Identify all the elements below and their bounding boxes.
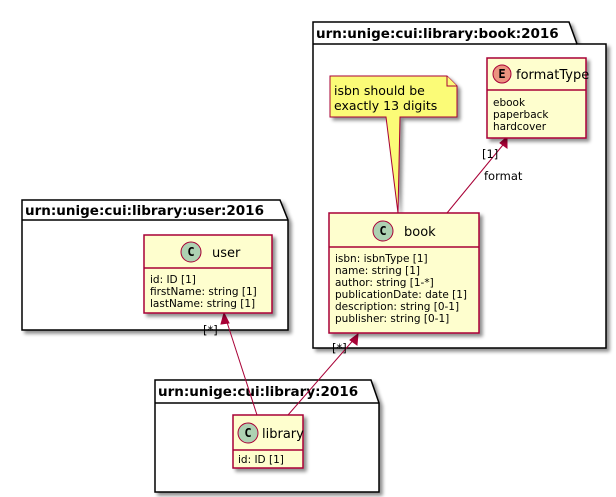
link-book-format: format [1] <box>446 135 523 214</box>
user-attr-lastName: lastName: string [1] <box>150 298 255 310</box>
formatType-value-3: hardcover <box>493 121 547 133</box>
package-user-title: urn:unige:cui:library:user:2016 <box>25 203 264 219</box>
library-attr-id: id: ID [1] <box>238 454 284 466</box>
link-library-book: [*] <box>287 332 359 416</box>
link-format-multiplicity: [1] <box>482 147 498 161</box>
isbn-note: isbn should be exactly 13 digits <box>329 75 458 214</box>
link-library-book-multiplicity: [*] <box>332 341 347 355</box>
formatType-value-2: paperback <box>493 109 549 121</box>
arrowhead-icon <box>220 311 230 325</box>
link-library-user: [*] <box>203 311 258 416</box>
class-library[interactable]: C library id: ID [1] <box>232 414 304 469</box>
class-badge-letter: C <box>187 245 194 259</box>
enum-badge-letter: E <box>498 67 505 81</box>
package-library-title: urn:unige:cui:library:2016 <box>158 384 358 400</box>
class-user-name: user <box>212 246 241 261</box>
class-badge-letter: C <box>379 224 386 238</box>
user-attr-id: id: ID [1] <box>150 274 196 286</box>
link-format-label: format <box>484 169 523 183</box>
class-book-name: book <box>404 225 436 240</box>
class-badge-icon <box>237 422 259 444</box>
class-library-name: library <box>262 427 304 442</box>
class-badge-icon <box>180 241 202 263</box>
class-badge-icon <box>372 220 394 242</box>
book-attr-isbn: isbn: isbnType [1] <box>335 253 428 265</box>
book-attr-author: author: string [1-*] <box>335 277 434 289</box>
arrowhead-icon <box>349 332 359 346</box>
class-user[interactable]: C user id: ID [1] firstName: string [1] … <box>143 234 273 314</box>
link-library-user-multiplicity: [*] <box>203 323 218 337</box>
book-attr-publicationDate: publicationDate: date [1] <box>335 289 467 301</box>
note-line-1: isbn should be <box>334 83 425 98</box>
user-attr-firstName: firstName: string [1] <box>150 286 257 298</box>
class-book[interactable]: C book isbn: isbnType [1] name: string [… <box>328 212 480 334</box>
book-attr-publisher: publisher: string [0-1] <box>335 313 449 325</box>
class-formatType-name: formatType <box>516 68 589 83</box>
package-book-title: urn:unige:cui:library:book:2016 <box>316 26 559 42</box>
enum-badge-icon <box>492 64 512 84</box>
formatType-value-1: ebook <box>493 97 526 109</box>
class-badge-letter: C <box>244 426 251 440</box>
note-line-2: exactly 13 digits <box>334 98 437 113</box>
book-attr-description: description: string [0-1] <box>335 301 459 313</box>
class-formatType[interactable]: E formatType ebook paperback hardcover <box>486 57 589 139</box>
book-attr-name: name: string [1] <box>335 265 420 277</box>
arrowhead-icon <box>499 135 508 149</box>
